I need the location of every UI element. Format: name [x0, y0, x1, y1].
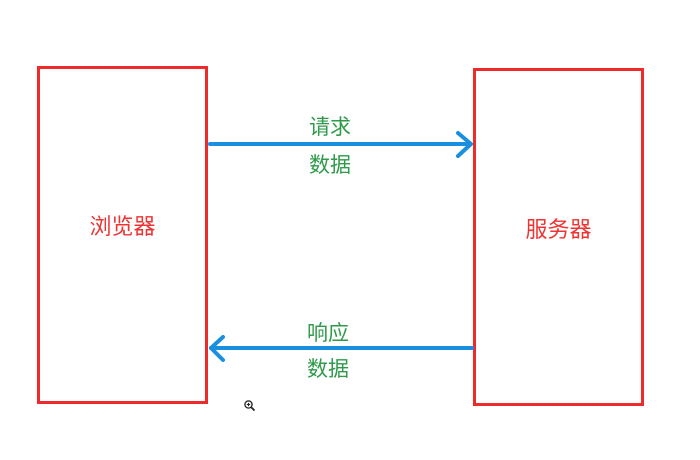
browser-node: 浏览器	[37, 66, 208, 404]
request-arrow-icon	[208, 131, 473, 158]
response-label-top: 响应	[307, 321, 349, 345]
response-arrow-icon	[209, 335, 474, 362]
request-label-top: 请求	[309, 115, 351, 139]
zoom-in-cursor-icon	[244, 400, 256, 412]
server-label: 服务器	[525, 218, 592, 243]
request-label-bottom: 数据	[309, 153, 351, 177]
response-label-bottom: 数据	[307, 357, 349, 381]
server-node: 服务器	[473, 68, 644, 406]
browser-label: 浏览器	[89, 215, 156, 240]
